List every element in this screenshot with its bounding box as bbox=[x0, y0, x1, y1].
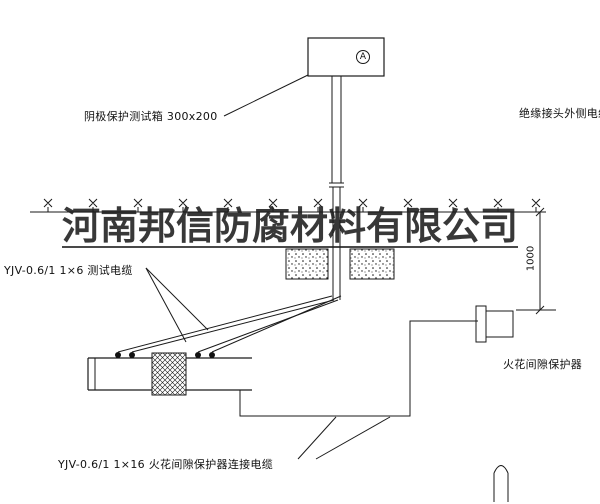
label-test-cable: YJV-0.6/1 1×6 测试电缆 bbox=[4, 264, 133, 277]
label-test-box: 阴极保护测试箱 300x200 bbox=[84, 110, 218, 123]
cad-weld-dots bbox=[115, 352, 215, 358]
spark-gap-cable bbox=[239, 320, 478, 417]
label-connection-cable: YJV-0.6/1 1×16 火花间隙保护器连接电缆 bbox=[58, 458, 274, 471]
ammeter-circle-icon bbox=[356, 50, 370, 64]
label-insulation-joint-cable: 绝缘接头外侧电缆 bbox=[519, 107, 600, 120]
leader-connection-cable bbox=[297, 416, 391, 460]
dimension-text: 1000 bbox=[525, 245, 537, 272]
test-cables bbox=[117, 295, 342, 353]
pipeline bbox=[87, 352, 252, 396]
dimension-line bbox=[516, 207, 556, 315]
ground-hatch-marks bbox=[43, 198, 541, 212]
spark-gap-device bbox=[475, 305, 514, 343]
leader-test-box bbox=[223, 74, 309, 117]
anchor-blocks bbox=[285, 248, 395, 280]
meter-letter: A bbox=[359, 52, 367, 62]
conduit bbox=[329, 76, 344, 300]
test-box bbox=[307, 37, 385, 77]
insulating-joint bbox=[151, 352, 187, 396]
label-spark-gap-protector: 火花间隙保护器 bbox=[503, 358, 583, 371]
pipe-riser-symbol bbox=[493, 465, 509, 502]
leader-test-cable bbox=[145, 267, 209, 343]
